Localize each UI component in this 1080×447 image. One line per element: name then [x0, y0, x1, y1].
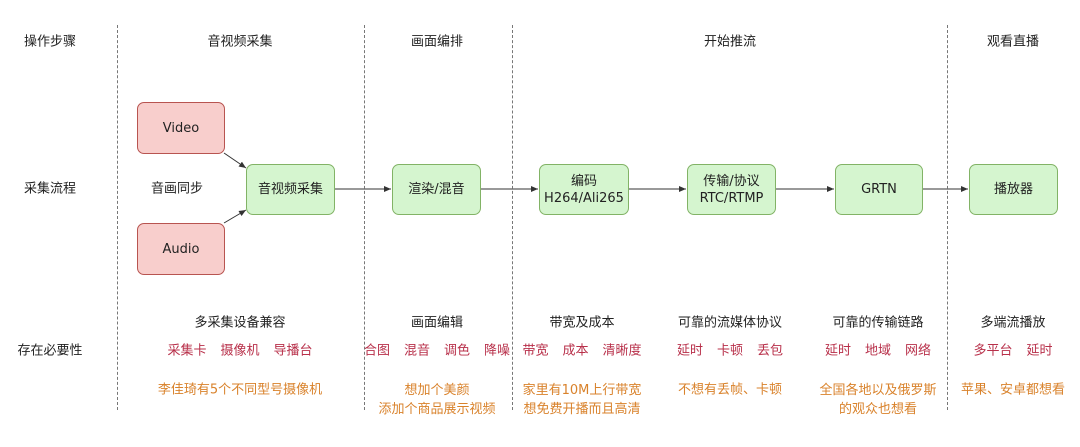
- divider: [512, 25, 513, 410]
- sync-label: 音画同步: [150, 181, 204, 197]
- tag: 摄像机: [220, 343, 260, 359]
- header-capture: 音视频采集: [207, 34, 273, 50]
- tag: 延时: [676, 343, 703, 359]
- tag: 卡顿: [716, 343, 744, 359]
- note-line: 家里有10M上行带宽: [522, 383, 642, 398]
- section-tags: 采集卡摄像机导播台: [160, 342, 319, 361]
- section-tags: 合图混音调色降噪: [357, 342, 517, 361]
- tag: 延时: [1026, 343, 1053, 359]
- note-line: 全国各地以及俄罗斯: [819, 383, 937, 398]
- render-box: 渲染/混音: [392, 164, 481, 215]
- encode-codec: H264/Ali265: [544, 190, 624, 206]
- tag: 成本: [562, 343, 589, 359]
- section-tags: 延时地域网络: [818, 342, 938, 361]
- section-notes: 不想有丢帧、卡顿: [678, 381, 782, 400]
- section-title: 可靠的传输链路: [832, 315, 924, 331]
- section-tags: 多平台延时: [966, 342, 1059, 361]
- section-notes: 家里有10M上行带宽想免费开播而且高清: [523, 381, 642, 419]
- section-notes: 苹果、安卓都想看: [961, 381, 1065, 400]
- row-label-flow: 采集流程: [23, 181, 77, 197]
- section-title: 多采集设备兼容: [194, 315, 286, 331]
- tag: 混音: [403, 343, 430, 359]
- tag: 延时: [824, 343, 851, 359]
- tag: 采集卡: [167, 343, 207, 359]
- section-notes: 李佳琦有5个不同型号摄像机: [158, 381, 322, 400]
- grtn-box: GRTN: [835, 164, 923, 215]
- tag: 带宽: [522, 343, 549, 359]
- note-line: 不想有丢帧、卡顿: [677, 382, 783, 398]
- capture-box: 音视频采集: [246, 164, 335, 215]
- tag: 地域: [864, 343, 892, 359]
- tag: 调色: [444, 343, 471, 359]
- arrow-audio: [223, 209, 247, 224]
- header-push: 开始推流: [703, 34, 757, 50]
- note-line: 添加个商品展示视频: [378, 402, 496, 417]
- divider: [364, 25, 365, 410]
- note-line: 想加个美颜: [404, 383, 470, 398]
- note-line: 李佳琦有5个不同型号摄像机: [157, 382, 323, 398]
- tag: 降噪: [484, 343, 511, 359]
- section-title: 画面编辑: [410, 315, 464, 331]
- section-notes: 想加个美颜添加个商品展示视频: [378, 381, 495, 419]
- section-tags: 延时卡顿丢包: [670, 342, 790, 361]
- note-line: 的观众也想看: [838, 402, 918, 417]
- video-box: Video: [137, 102, 225, 154]
- transport-label: 传输/协议: [703, 173, 760, 189]
- divider: [947, 25, 948, 410]
- header-layout: 画面编排: [410, 34, 464, 50]
- audio-box: Audio: [137, 223, 225, 275]
- note-line: 想免费开播而且高清: [523, 402, 641, 417]
- section-title: 带宽及成本: [549, 315, 615, 331]
- tag: 合图: [363, 343, 390, 359]
- encode-label: 编码: [570, 173, 597, 189]
- player-box: 播放器: [969, 164, 1058, 215]
- tag: 网络: [905, 343, 932, 359]
- transport-protocol: RTC/RTMP: [699, 190, 764, 206]
- tag: 清晰度: [602, 343, 642, 359]
- section-tags: 带宽成本清晰度: [515, 342, 648, 361]
- tag: 丢包: [757, 343, 784, 359]
- section-notes: 全国各地以及俄罗斯的观众也想看: [819, 381, 936, 419]
- header-watch: 观看直播: [986, 34, 1040, 50]
- row-label-necessity: 存在必要性: [17, 343, 83, 359]
- section-title: 可靠的流媒体协议: [677, 315, 783, 331]
- tag: 导播台: [273, 343, 313, 359]
- note-line: 苹果、安卓都想看: [960, 382, 1066, 398]
- tag: 多平台: [973, 343, 1013, 359]
- row-label-steps: 操作步骤: [23, 34, 77, 50]
- arrow-video: [223, 152, 247, 169]
- section-title: 多端流播放: [980, 315, 1046, 331]
- divider: [117, 25, 118, 410]
